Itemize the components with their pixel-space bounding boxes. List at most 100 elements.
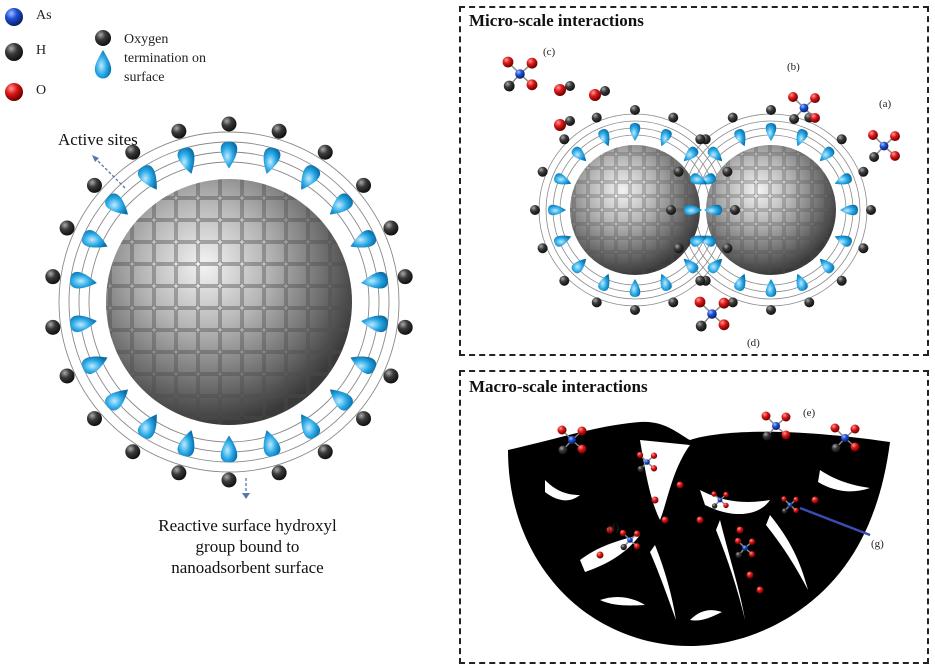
pore-channel: [766, 515, 808, 590]
pore-channel: [545, 480, 580, 501]
oxygen-atom: [596, 551, 604, 559]
hydrogen-atom: [558, 445, 568, 455]
arsenate-molecule-macro-4: [734, 537, 756, 559]
oxygen-atom: [781, 496, 787, 502]
macro-scale-panel: Macro-scale interactions (e) (f) (g): [459, 370, 929, 664]
micro-scale-panel: Micro-scale interactions (c) (b) (a) (d): [459, 6, 929, 356]
oxygen-atom: [577, 444, 587, 454]
oxygen-atom: [718, 297, 730, 309]
active-sites-arrowhead: [92, 155, 99, 162]
micro-label-b: (b): [787, 61, 800, 73]
oxygen-atom: [723, 491, 729, 498]
arsenic-atom: [742, 545, 748, 551]
hydrogen-atom: [673, 166, 684, 177]
oxygen-termination-drop: [683, 146, 699, 162]
oxygen-atom: [756, 586, 764, 594]
active-sites-label: Active sites: [58, 130, 138, 149]
hydrogen-atom: [630, 305, 640, 315]
macro-panel-title: Macro-scale interactions: [469, 377, 648, 396]
oxygen-atom: [746, 571, 754, 579]
hydrogen-atom: [695, 134, 706, 145]
oxygen-termination-drop: [734, 273, 746, 291]
hydrogen-atom: [171, 465, 187, 481]
oxygen-termination-h-icon: [95, 30, 111, 46]
oxygen-atom: [651, 496, 659, 504]
oxygen-atom: [748, 551, 756, 558]
hydrogen-atom: [565, 116, 575, 126]
oxygen-atom: [554, 119, 566, 131]
hydrogen-atom: [858, 243, 869, 254]
oxygen-termination-drop: [350, 230, 377, 248]
hydration-shell-ring: [58, 131, 400, 473]
arsenic-atom: [879, 141, 889, 151]
hydrogen-atom: [766, 305, 776, 315]
micro-scale-illustration: [502, 56, 900, 332]
legend-label-h: H: [36, 43, 47, 58]
oxygen-atom: [830, 423, 840, 433]
oxygen-atom: [502, 56, 514, 68]
arsenic-atom: [799, 103, 809, 113]
oxygen-termination-drop: [554, 235, 572, 247]
oxygen-termination-drop: [796, 129, 808, 147]
oxygen-termination-drop: [329, 389, 353, 411]
hydrogen-atom: [591, 297, 602, 308]
surface-hydroxyl-caption: Reactive surface hydroxyl group bound to…: [158, 516, 337, 577]
macro-label-e: (e): [803, 407, 816, 419]
arsenic-atom: [515, 69, 525, 79]
legend-label-oxygen-termination: Oxygen termination on surface: [124, 32, 207, 85]
hydrogen-atom: [600, 86, 610, 96]
oxygen-termination-drop: [571, 258, 587, 274]
oxygen-atom: [734, 537, 742, 545]
legend-label-o: O: [36, 83, 47, 98]
hydrogen-atom: [858, 166, 869, 177]
oxygen-atom: [676, 481, 684, 489]
oxygen-atom: [636, 451, 644, 459]
arsenic-atom: [627, 537, 633, 543]
hydrogen-atom: [668, 112, 679, 123]
hydrogen-atom: [271, 465, 287, 481]
hydrogen-atom: [397, 269, 413, 285]
oxygen-atom: [718, 319, 730, 331]
oxygen-termination-drop: [329, 193, 353, 215]
oxygen-termination-drop: [220, 435, 238, 463]
oxygen-termination-drop: [105, 193, 129, 215]
oxygen-atom: [761, 411, 771, 421]
arsenate-molecule-c: [502, 56, 538, 92]
oxygen-atom: [748, 538, 756, 545]
pore-channel: [716, 520, 745, 620]
nanoparticle-large: [45, 116, 413, 488]
oxygen-termination-drop: [660, 129, 672, 147]
oxygen-atom: [650, 452, 658, 459]
hydrogen-atom: [317, 144, 333, 160]
hydrogen-atom: [637, 465, 644, 473]
oxygen-atom: [793, 507, 799, 514]
oxygen-atom: [890, 131, 900, 142]
arsenate-molecule-macro-6: [781, 496, 799, 514]
oxygen-termination-drop: [177, 147, 195, 174]
oxygen-termination-drop: [177, 430, 195, 457]
micro-panel-title: Micro-scale interactions: [469, 11, 644, 30]
oxygen-atom: [526, 57, 538, 69]
oxygen-atom: [793, 496, 799, 503]
hydrogen-atom: [711, 503, 718, 509]
oxygen-termination-drop: [263, 430, 281, 457]
arsenic-atom: [644, 459, 650, 465]
arsenic-atom: [772, 422, 780, 430]
macro-label-g: (g): [871, 538, 884, 550]
oxygen-termination-drop: [834, 235, 852, 247]
oxygen-atom: [868, 130, 878, 140]
oxygen-atom: [723, 502, 729, 509]
oxygen-termination-drop: [137, 414, 157, 439]
oxygen-atom: [650, 465, 658, 472]
arsenic-atom: [568, 436, 576, 444]
oxygen-termination-drop: [598, 129, 610, 147]
oxygen-atom: [557, 425, 567, 435]
oxygen-termination-drop: [548, 204, 566, 216]
hydrogen-legend-icon: [5, 43, 23, 61]
arsenate-molecule-f: [619, 529, 641, 551]
arsenate-molecule-a: [868, 130, 900, 162]
oxygen-termination-drop: [220, 141, 238, 169]
oxygen-termination-drop: [629, 123, 641, 141]
hydrogen-atom: [59, 368, 75, 384]
